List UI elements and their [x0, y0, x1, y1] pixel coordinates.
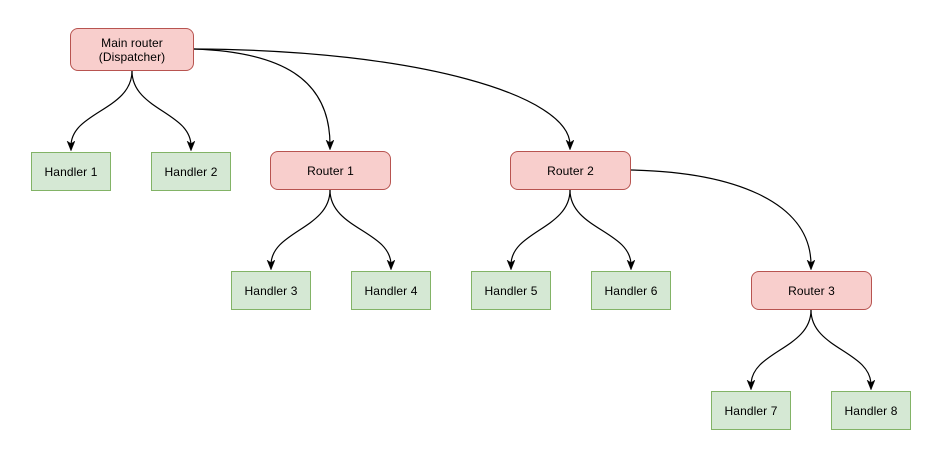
node-label-handler-5: Handler 5	[484, 283, 538, 298]
node-label-handler-8: Handler 8	[844, 403, 898, 418]
node-label-router-1: Router 1	[307, 163, 354, 178]
node-label-handler-6: Handler 6	[604, 283, 658, 298]
node-label-handler-1: Handler 1	[44, 164, 98, 179]
node-main-router[interactable]: Main router (Dispatcher)	[70, 28, 194, 71]
node-handler-1[interactable]: Handler 1	[31, 152, 111, 191]
edge-router-2-to-router-3	[630, 169, 811, 265]
edge-main-router-to-handler-1	[71, 70, 133, 146]
node-label-router-3: Router 3	[788, 283, 835, 298]
node-label-handler-4: Handler 4	[364, 283, 418, 298]
node-handler-2[interactable]: Handler 2	[151, 152, 231, 191]
node-handler-3[interactable]: Handler 3	[231, 271, 311, 310]
edge-main-router-to-router-2	[193, 48, 570, 145]
edge-router-3-to-handler-7	[751, 309, 812, 385]
node-handler-5[interactable]: Handler 5	[471, 271, 551, 310]
node-label-handler-7: Handler 7	[724, 403, 778, 418]
edge-router-1-to-handler-3	[271, 189, 331, 265]
node-router-1[interactable]: Router 1	[270, 151, 391, 190]
edge-router-2-to-handler-5	[511, 189, 571, 265]
node-label-main-router: Main router (Dispatcher)	[98, 35, 166, 64]
node-label-handler-2: Handler 2	[164, 164, 218, 179]
node-router-2[interactable]: Router 2	[510, 151, 631, 190]
node-handler-7[interactable]: Handler 7	[711, 391, 791, 430]
node-label-handler-3: Handler 3	[244, 283, 298, 298]
node-label-router-2: Router 2	[547, 163, 594, 178]
edge-main-router-to-router-1	[193, 48, 330, 145]
edge-paths	[71, 48, 871, 385]
edge-router-2-to-handler-6	[569, 189, 631, 265]
node-handler-6[interactable]: Handler 6	[591, 271, 671, 310]
edge-router-3-to-handler-8	[810, 309, 871, 385]
node-router-3[interactable]: Router 3	[751, 271, 872, 310]
edge-main-router-to-handler-2	[131, 70, 191, 146]
node-handler-8[interactable]: Handler 8	[831, 391, 911, 430]
edge-router-1-to-handler-4	[329, 189, 391, 265]
node-handler-4[interactable]: Handler 4	[351, 271, 431, 310]
